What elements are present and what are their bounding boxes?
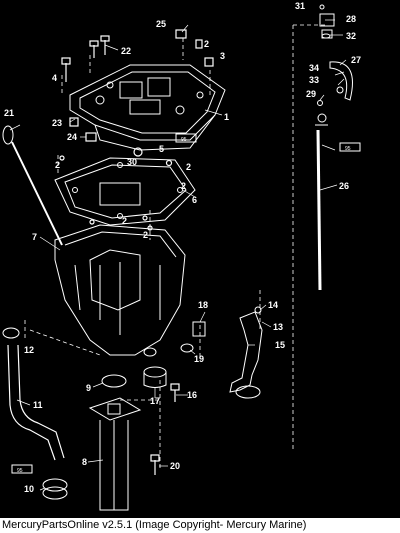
callout-3: 3 <box>220 51 226 61</box>
callout-14: 14 <box>268 300 279 310</box>
oil-pan-part-7 <box>54 224 186 357</box>
tube-part-8 <box>88 397 142 511</box>
callout-33: 33 <box>309 75 320 85</box>
callout-31: 31 <box>295 1 306 11</box>
callout-13: 13 <box>273 322 284 332</box>
dipstick-part-21 <box>2 125 63 246</box>
bracket-part-27 <box>329 61 353 101</box>
adaptor-plate-part-1 <box>69 64 226 151</box>
callout-20: 20 <box>170 461 181 471</box>
callout-16: 16 <box>187 390 198 400</box>
callout-27: 27 <box>351 55 362 65</box>
callout-30: 30 <box>127 157 138 167</box>
callout-22: 22 <box>121 46 132 56</box>
callout-23: 23 <box>52 118 63 128</box>
callout-17: 17 <box>150 396 161 406</box>
copyright-footer: MercuryPartsOnline v2.5.1 (Image Copyrig… <box>0 518 400 533</box>
callout-4: 4 <box>52 73 58 83</box>
callout-18: 18 <box>198 300 209 310</box>
clamp-part-12 <box>2 327 20 339</box>
sealant-tube-label: 95 <box>181 137 187 143</box>
bolts <box>59 29 214 475</box>
sealant-tube-label: 95 <box>345 146 351 152</box>
callout-11: 11 <box>33 400 43 410</box>
callout-2: 2 <box>122 216 128 226</box>
callout-12: 12 <box>24 345 35 355</box>
hose-part-11 <box>7 344 65 461</box>
callout-2: 2 <box>181 181 187 191</box>
leader-lines <box>9 19 347 491</box>
callout-19: 19 <box>194 354 205 364</box>
callout-29: 29 <box>306 89 317 99</box>
callout-32: 32 <box>346 31 357 41</box>
grommet-part-10 <box>42 478 68 500</box>
callout-25: 25 <box>156 19 167 29</box>
callout-21: 21 <box>4 108 15 118</box>
callout-2: 2 <box>186 162 192 172</box>
callout-2: 2 <box>55 160 61 170</box>
sealant-tube-icons <box>11 133 361 474</box>
callout-28: 28 <box>346 14 357 24</box>
callout-5: 5 <box>159 144 165 154</box>
drain-plug-part-18-19 <box>180 321 206 353</box>
rod-part-26 <box>315 113 328 291</box>
callout-1: 1 <box>224 112 230 122</box>
callout-24: 24 <box>67 132 78 142</box>
callout-10: 10 <box>24 484 35 494</box>
callout-6: 6 <box>192 195 198 205</box>
sealant-tube-label: 95 <box>17 468 23 474</box>
callout-8: 8 <box>82 457 88 467</box>
callout-15: 15 <box>275 340 286 350</box>
pickup-part-13-15 <box>229 306 263 399</box>
callout-26: 26 <box>339 181 350 191</box>
callout-9: 9 <box>86 383 92 393</box>
alignment-dashed-lines <box>24 24 325 470</box>
sealant-tube-labels: 95 95 95 <box>17 137 351 474</box>
filter-part-17 <box>143 366 167 388</box>
callout-2: 2 <box>204 39 210 49</box>
gasket-part-6 <box>54 157 196 226</box>
callout-2: 2 <box>143 230 149 240</box>
exploded-parts-diagram: 95 95 95 <box>2 4 361 511</box>
o-ring-part-9 <box>101 374 127 388</box>
callout-34: 34 <box>309 63 320 73</box>
callout-7: 7 <box>32 232 38 242</box>
